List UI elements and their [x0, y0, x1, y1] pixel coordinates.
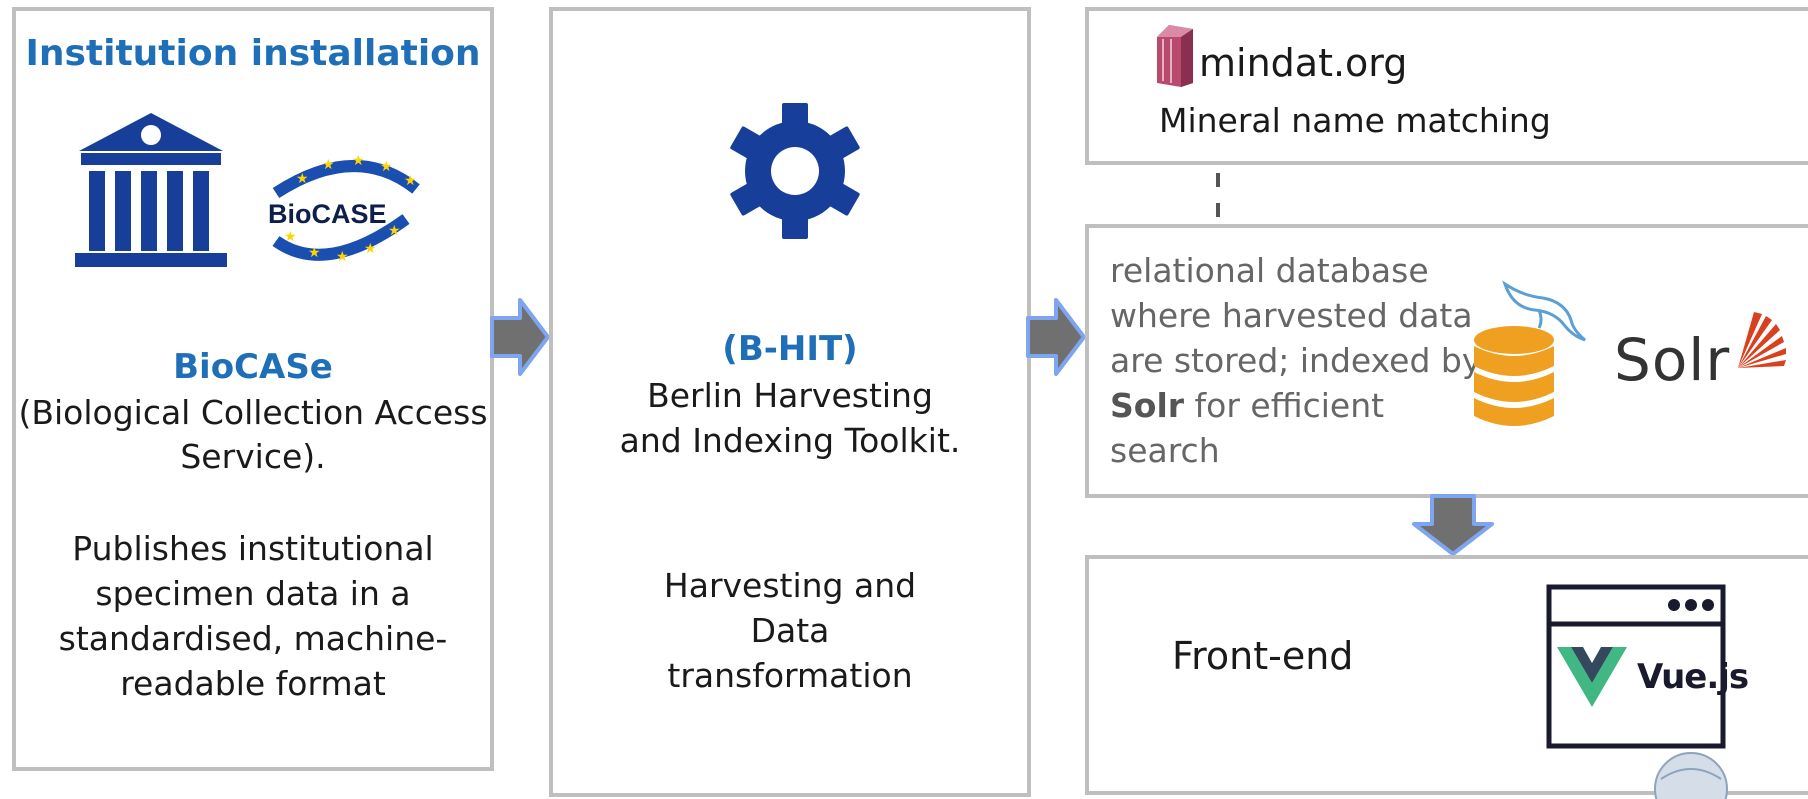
bhit-title: (B-HIT): [722, 329, 858, 369]
institution-building-icon: [75, 113, 227, 267]
svg-text:★: ★: [308, 245, 321, 261]
solr-logo-text: Solr: [1614, 326, 1731, 394]
vue-logo: [1557, 647, 1627, 707]
bhit-description: Harvesting and Data transformation: [663, 566, 917, 695]
vue-logo-text: Vue.js: [1637, 657, 1749, 697]
svg-text:BioCASE: BioCASE: [268, 199, 387, 229]
database-description: relational database where harvested data…: [1110, 251, 1482, 470]
bhit-box: (B-HIT) Berlin Harvesting and Indexing T…: [549, 7, 1031, 797]
svg-text:★: ★: [352, 153, 365, 169]
frontend-label: Front-end: [1172, 634, 1354, 678]
svg-text:★: ★: [388, 223, 401, 239]
svg-text:★: ★: [296, 171, 309, 187]
database-icon: [1474, 326, 1554, 426]
arrow-down: [1412, 494, 1494, 556]
solr-logo: [1738, 312, 1786, 368]
svg-text:★: ★: [284, 229, 297, 245]
dashed-connector: [1216, 173, 1220, 225]
gear-icon: [730, 103, 860, 239]
mindat-name: mindat.org: [1199, 41, 1408, 85]
bhit-full-name: Berlin Harvesting and Indexing Toolkit.: [619, 376, 961, 460]
svg-text:★: ★: [380, 159, 393, 175]
arrow-right-2: [1026, 298, 1086, 376]
institution-box: Institution installation ★ ★ ★ ★ ★ ★ ★ ★…: [12, 7, 494, 771]
mindat-logo: [1157, 25, 1193, 87]
biocase-description: Publishes institutional specimen data in…: [58, 529, 448, 703]
svg-text:★: ★: [404, 173, 417, 189]
database-box: relational database where harvested data…: [1085, 224, 1808, 498]
mindat-subtitle: Mineral name matching: [1159, 101, 1551, 140]
mindat-box: mindat.org Mineral name matching: [1085, 7, 1808, 165]
svg-text:★: ★: [364, 241, 377, 257]
svg-text:★: ★: [336, 249, 349, 265]
frontend-box: Front-end Vue.js: [1085, 555, 1808, 799]
mysql-dolphin-icon: [1502, 280, 1586, 342]
biocase-logo: ★ ★ ★ ★ ★ ★ ★ ★ ★ ★ BioCASE: [268, 153, 420, 265]
biocase-full-name: (Biological Collection Access Service).: [18, 393, 488, 476]
biocase-title: BioCASe: [173, 347, 333, 387]
arrow-right-1: [490, 298, 550, 376]
svg-text:★: ★: [322, 157, 335, 173]
institution-title: Institution installation: [25, 33, 481, 74]
decorative-sphere-icon: [1654, 752, 1728, 799]
